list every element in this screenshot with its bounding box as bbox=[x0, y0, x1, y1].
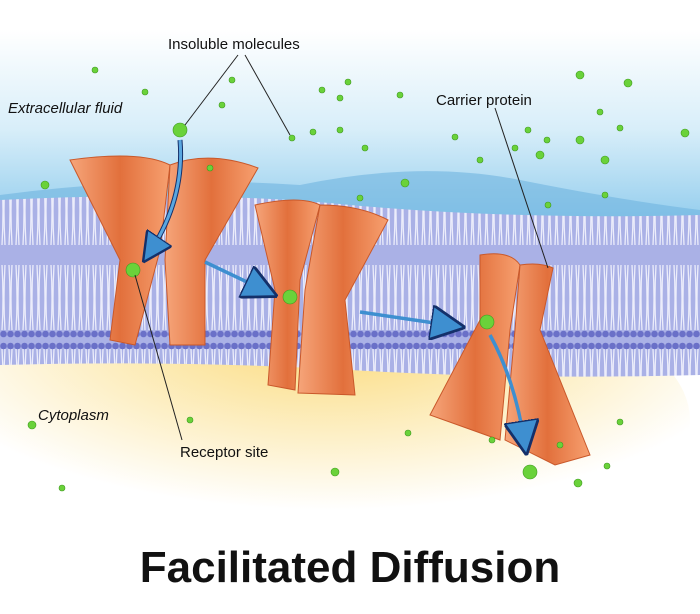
molecule bbox=[356, 194, 364, 202]
molecule bbox=[218, 101, 226, 109]
molecule bbox=[396, 91, 404, 99]
molecule bbox=[125, 262, 141, 278]
molecule bbox=[600, 155, 610, 165]
molecule bbox=[451, 133, 459, 141]
molecule bbox=[344, 78, 352, 86]
molecule bbox=[556, 441, 564, 449]
leader-lines bbox=[134, 54, 549, 441]
arrow-shift-1 bbox=[204, 260, 268, 292]
molecule bbox=[616, 124, 624, 132]
molecule bbox=[172, 122, 188, 138]
molecule bbox=[543, 136, 551, 144]
label-extracellular-fluid: Extracellular fluid bbox=[8, 100, 123, 117]
molecule bbox=[511, 144, 519, 152]
molecule bbox=[206, 164, 214, 172]
molecule bbox=[228, 76, 236, 84]
carrier-protein-open-outside bbox=[69, 155, 259, 346]
arrow-release bbox=[488, 334, 525, 445]
molecule bbox=[616, 418, 624, 426]
molecule bbox=[40, 180, 50, 190]
molecule bbox=[361, 144, 369, 152]
molecule bbox=[330, 467, 340, 477]
molecule bbox=[488, 436, 496, 444]
molecule bbox=[575, 70, 585, 80]
molecule bbox=[522, 464, 538, 480]
molecule bbox=[400, 178, 410, 188]
molecule bbox=[27, 420, 37, 430]
molecule bbox=[58, 484, 66, 492]
arrow-enter bbox=[148, 139, 183, 255]
label-insoluble-molecules: Insoluble molecules bbox=[168, 36, 300, 53]
molecule bbox=[535, 150, 545, 160]
molecule bbox=[596, 108, 604, 116]
diagram-title: Facilitated Diffusion bbox=[140, 543, 560, 592]
molecule bbox=[336, 94, 344, 102]
molecule bbox=[479, 314, 495, 330]
molecule bbox=[575, 135, 585, 145]
molecule bbox=[288, 134, 296, 142]
arrow-shift-2 bbox=[359, 312, 455, 326]
molecule bbox=[603, 462, 611, 470]
molecules bbox=[27, 66, 690, 492]
label-carrier-protein: Carrier protein bbox=[436, 92, 532, 109]
molecule bbox=[476, 156, 484, 164]
molecule bbox=[282, 289, 298, 305]
molecule bbox=[336, 126, 344, 134]
molecule bbox=[141, 88, 149, 96]
label-cytoplasm: Cytoplasm bbox=[38, 407, 109, 424]
carrier-protein-open-inside bbox=[429, 253, 591, 466]
molecule bbox=[186, 416, 194, 424]
molecule bbox=[544, 201, 552, 209]
molecule bbox=[91, 66, 99, 74]
molecule bbox=[623, 78, 633, 88]
molecule bbox=[573, 478, 583, 488]
molecule bbox=[318, 86, 326, 94]
molecule bbox=[524, 126, 532, 134]
molecule bbox=[309, 128, 317, 136]
molecule bbox=[601, 191, 609, 199]
label-receptor-site: Receptor site bbox=[180, 444, 268, 461]
transport-arrows bbox=[148, 139, 525, 445]
molecule bbox=[680, 128, 690, 138]
molecule bbox=[404, 429, 412, 437]
